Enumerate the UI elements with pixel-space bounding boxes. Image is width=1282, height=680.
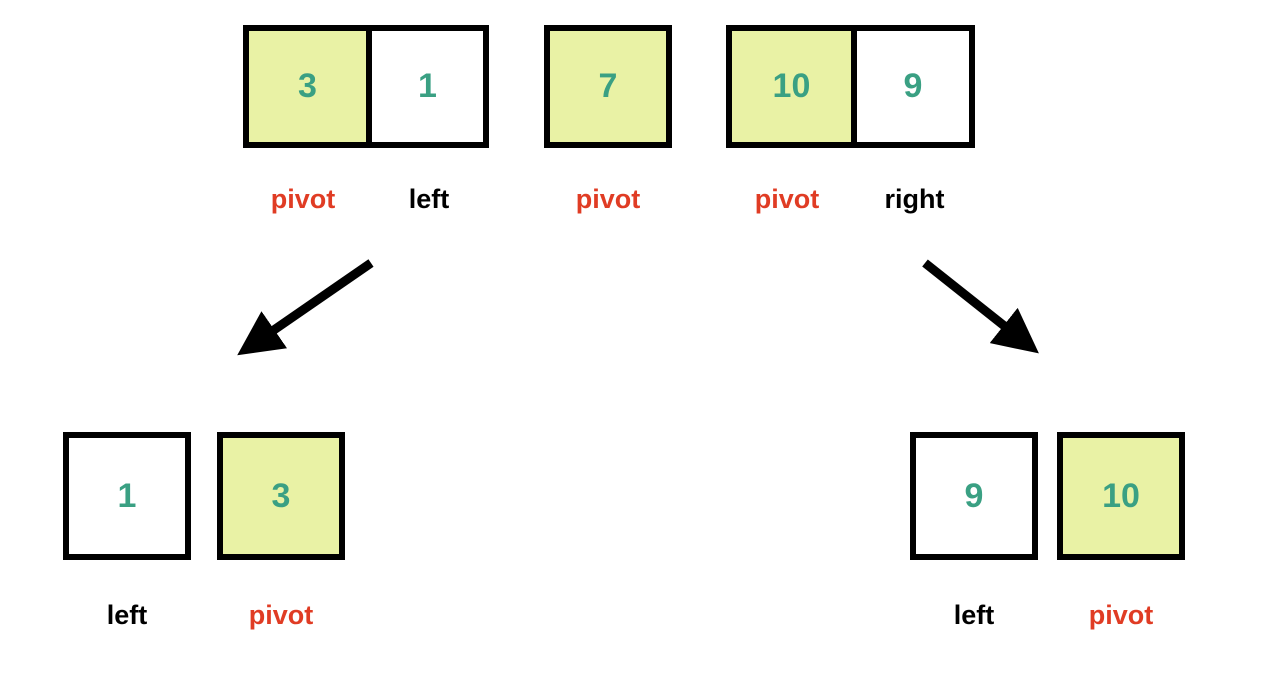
array-cell-pivot-3-bottom[interactable]: 3 [223,438,339,554]
label-pivot-top-middle: pivot [575,184,641,214]
label-right-top-right: right [884,184,945,214]
array-box-pivot-3: 3 [217,432,345,560]
label-left-bottom-right: left [953,600,995,630]
array-box-left-9: 9 [910,432,1038,560]
array-cell-pivot-7[interactable]: 7 [550,31,666,142]
label-left-bottom-left: left [106,600,148,630]
label-pivot-top-right: pivot [754,184,820,214]
array-group-left: 3 1 [243,25,489,148]
array-cell-pivot-10[interactable]: 10 [732,31,851,142]
label-pivot-bottom-left: pivot [248,600,314,630]
array-cell-right-9[interactable]: 9 [850,31,969,142]
array-cell-left-1-bottom[interactable]: 1 [69,438,185,554]
label-pivot-bottom-right: pivot [1088,600,1154,630]
array-box-pivot-10: 10 [1057,432,1185,560]
array-cell-pivot-3[interactable]: 3 [249,31,366,142]
arrow-to-bottom-left-icon [237,259,374,356]
array-cell-left-9-bottom[interactable]: 9 [916,438,1032,554]
array-group-middle: 7 [544,25,672,148]
array-box-left-1: 1 [63,432,191,560]
label-pivot-top-left: pivot [270,184,336,214]
array-cell-left-1[interactable]: 1 [365,31,483,142]
label-left-top-left: left [408,184,450,214]
array-group-right: 10 9 [726,25,975,148]
array-cell-pivot-10-bottom[interactable]: 10 [1063,438,1179,554]
arrow-to-bottom-right-icon [922,259,1039,354]
